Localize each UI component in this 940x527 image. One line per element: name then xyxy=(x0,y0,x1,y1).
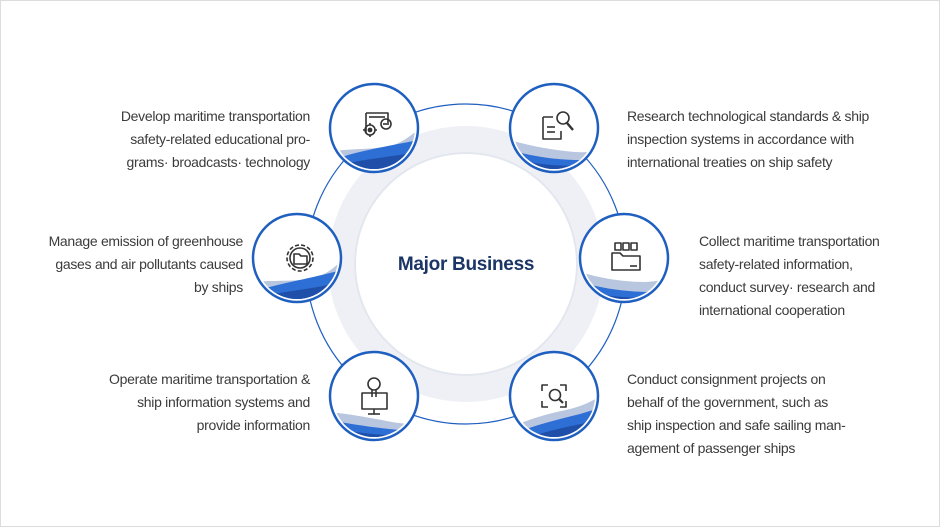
gear-document-icon xyxy=(363,112,392,137)
item-4-text: Collect maritime transportation safety-r… xyxy=(699,233,880,318)
node-5 xyxy=(328,350,420,442)
node-3 xyxy=(251,212,343,304)
item-5-text: Operate maritime transportation & ship i… xyxy=(109,371,310,433)
folder-files-icon xyxy=(611,242,641,271)
center-title: Major Business xyxy=(397,254,535,275)
document-search-icon xyxy=(542,111,574,140)
item-1-text: Develop maritime transportation safety-r… xyxy=(120,108,310,170)
node-6 xyxy=(508,350,600,442)
node-1 xyxy=(328,82,420,174)
item-3-text: Manage emission of greenhouse gases and … xyxy=(48,233,244,295)
node-2 xyxy=(508,82,600,174)
gear-folder-icon xyxy=(286,244,314,272)
item-6-text: Conduct consignment projects on behalf o… xyxy=(627,371,846,456)
item-2-text: Research technological standards & ship … xyxy=(627,108,870,170)
scan-search-icon xyxy=(541,384,567,408)
node-4 xyxy=(578,212,670,304)
center-disc xyxy=(354,152,578,376)
monitor-bulb-icon xyxy=(361,377,388,415)
